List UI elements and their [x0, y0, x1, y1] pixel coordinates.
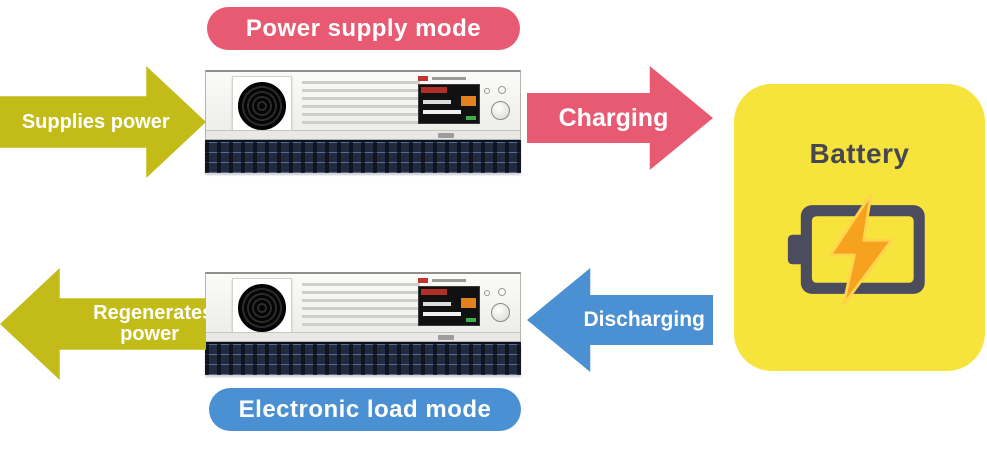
button-icon	[484, 290, 490, 296]
vent-slots	[302, 283, 420, 329]
display-screen	[418, 286, 480, 326]
supplies-power-text: Supplies power	[21, 110, 170, 133]
fan-icon	[238, 284, 286, 332]
device-front-panel	[205, 272, 521, 342]
electronic-load-mode-text: Electronic load mode	[238, 395, 492, 423]
button-icon	[498, 288, 506, 296]
control-knob-icon	[491, 303, 510, 322]
battery-label: Battery	[809, 138, 910, 169]
device-base-slats	[205, 342, 521, 375]
device-front-panel	[205, 70, 521, 140]
device-base-slats	[205, 140, 521, 173]
button-icon	[484, 88, 490, 94]
supplies-power-arrow: Supplies power	[0, 66, 206, 178]
brand-strip	[416, 277, 516, 284]
control-section	[416, 277, 516, 339]
charging-text: Charging	[558, 103, 669, 132]
charging-arrow: Charging	[527, 66, 713, 170]
discharging-text: Discharging	[583, 307, 705, 331]
regenerates-line2: power	[120, 323, 180, 345]
control-knob-icon	[491, 101, 510, 120]
fan-module	[232, 76, 292, 136]
fan-module	[232, 278, 292, 338]
regenerates-line1: Regenerates	[93, 302, 214, 324]
display-screen	[418, 84, 480, 124]
vent-slots	[302, 81, 420, 127]
battery-icon	[787, 194, 925, 305]
connector-strip	[206, 332, 520, 341]
control-section	[416, 75, 516, 137]
brand-strip	[416, 75, 516, 82]
fan-icon	[238, 82, 286, 130]
electronic-load-device	[205, 272, 521, 375]
power-supply-mode-text: Power supply mode	[245, 14, 482, 42]
regenerates-power-arrow: Regenerates power	[0, 268, 206, 380]
electronic-load-mode-label: Electronic load mode	[209, 388, 521, 431]
battery-box: Battery	[734, 84, 985, 371]
connector-strip	[206, 130, 520, 139]
discharging-arrow: Discharging	[527, 268, 713, 372]
power-supply-device	[205, 70, 521, 173]
power-supply-mode-label: Power supply mode	[207, 7, 520, 50]
button-icon	[498, 86, 506, 94]
lightning-bolt-icon	[828, 194, 893, 305]
